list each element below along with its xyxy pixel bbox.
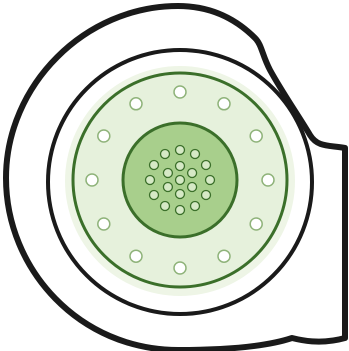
- inner-nozzle-hole: [188, 183, 197, 192]
- inner-nozzle-hole: [161, 202, 170, 211]
- inner-nozzle-hole: [176, 162, 185, 171]
- outer-nozzle-hole: [174, 262, 186, 274]
- inner-nozzle-hole: [176, 190, 185, 199]
- inner-nozzle-hole: [202, 161, 211, 170]
- outer-nozzle-hole: [130, 250, 142, 262]
- outer-nozzle-hole: [250, 218, 262, 230]
- outer-nozzle-hole: [98, 218, 110, 230]
- outer-nozzle-hole: [218, 98, 230, 110]
- outer-nozzle-hole: [174, 86, 186, 98]
- outer-nozzle-hole: [262, 174, 274, 186]
- inner-nozzle-hole: [176, 176, 185, 185]
- inner-nozzle-hole: [163, 183, 172, 192]
- inner-nozzle-hole: [191, 150, 200, 159]
- inner-nozzle-hole: [202, 191, 211, 200]
- inner-nozzle-hole: [188, 169, 197, 178]
- outer-nozzle-hole: [250, 130, 262, 142]
- inner-nozzle-hole: [161, 150, 170, 159]
- inner-nozzle-hole: [150, 161, 159, 170]
- inner-nozzle-hole: [206, 176, 215, 185]
- outer-nozzle-hole: [86, 174, 98, 186]
- outer-nozzle-hole: [98, 130, 110, 142]
- inner-nozzle-hole: [176, 206, 185, 215]
- inner-nozzle-hole: [176, 146, 185, 155]
- outer-nozzle-hole: [218, 250, 230, 262]
- outer-nozzle-hole: [130, 98, 142, 110]
- inner-nozzle-hole: [150, 191, 159, 200]
- inner-nozzle-hole: [163, 169, 172, 178]
- inner-nozzle-hole: [146, 176, 155, 185]
- inner-nozzle-hole: [191, 202, 200, 211]
